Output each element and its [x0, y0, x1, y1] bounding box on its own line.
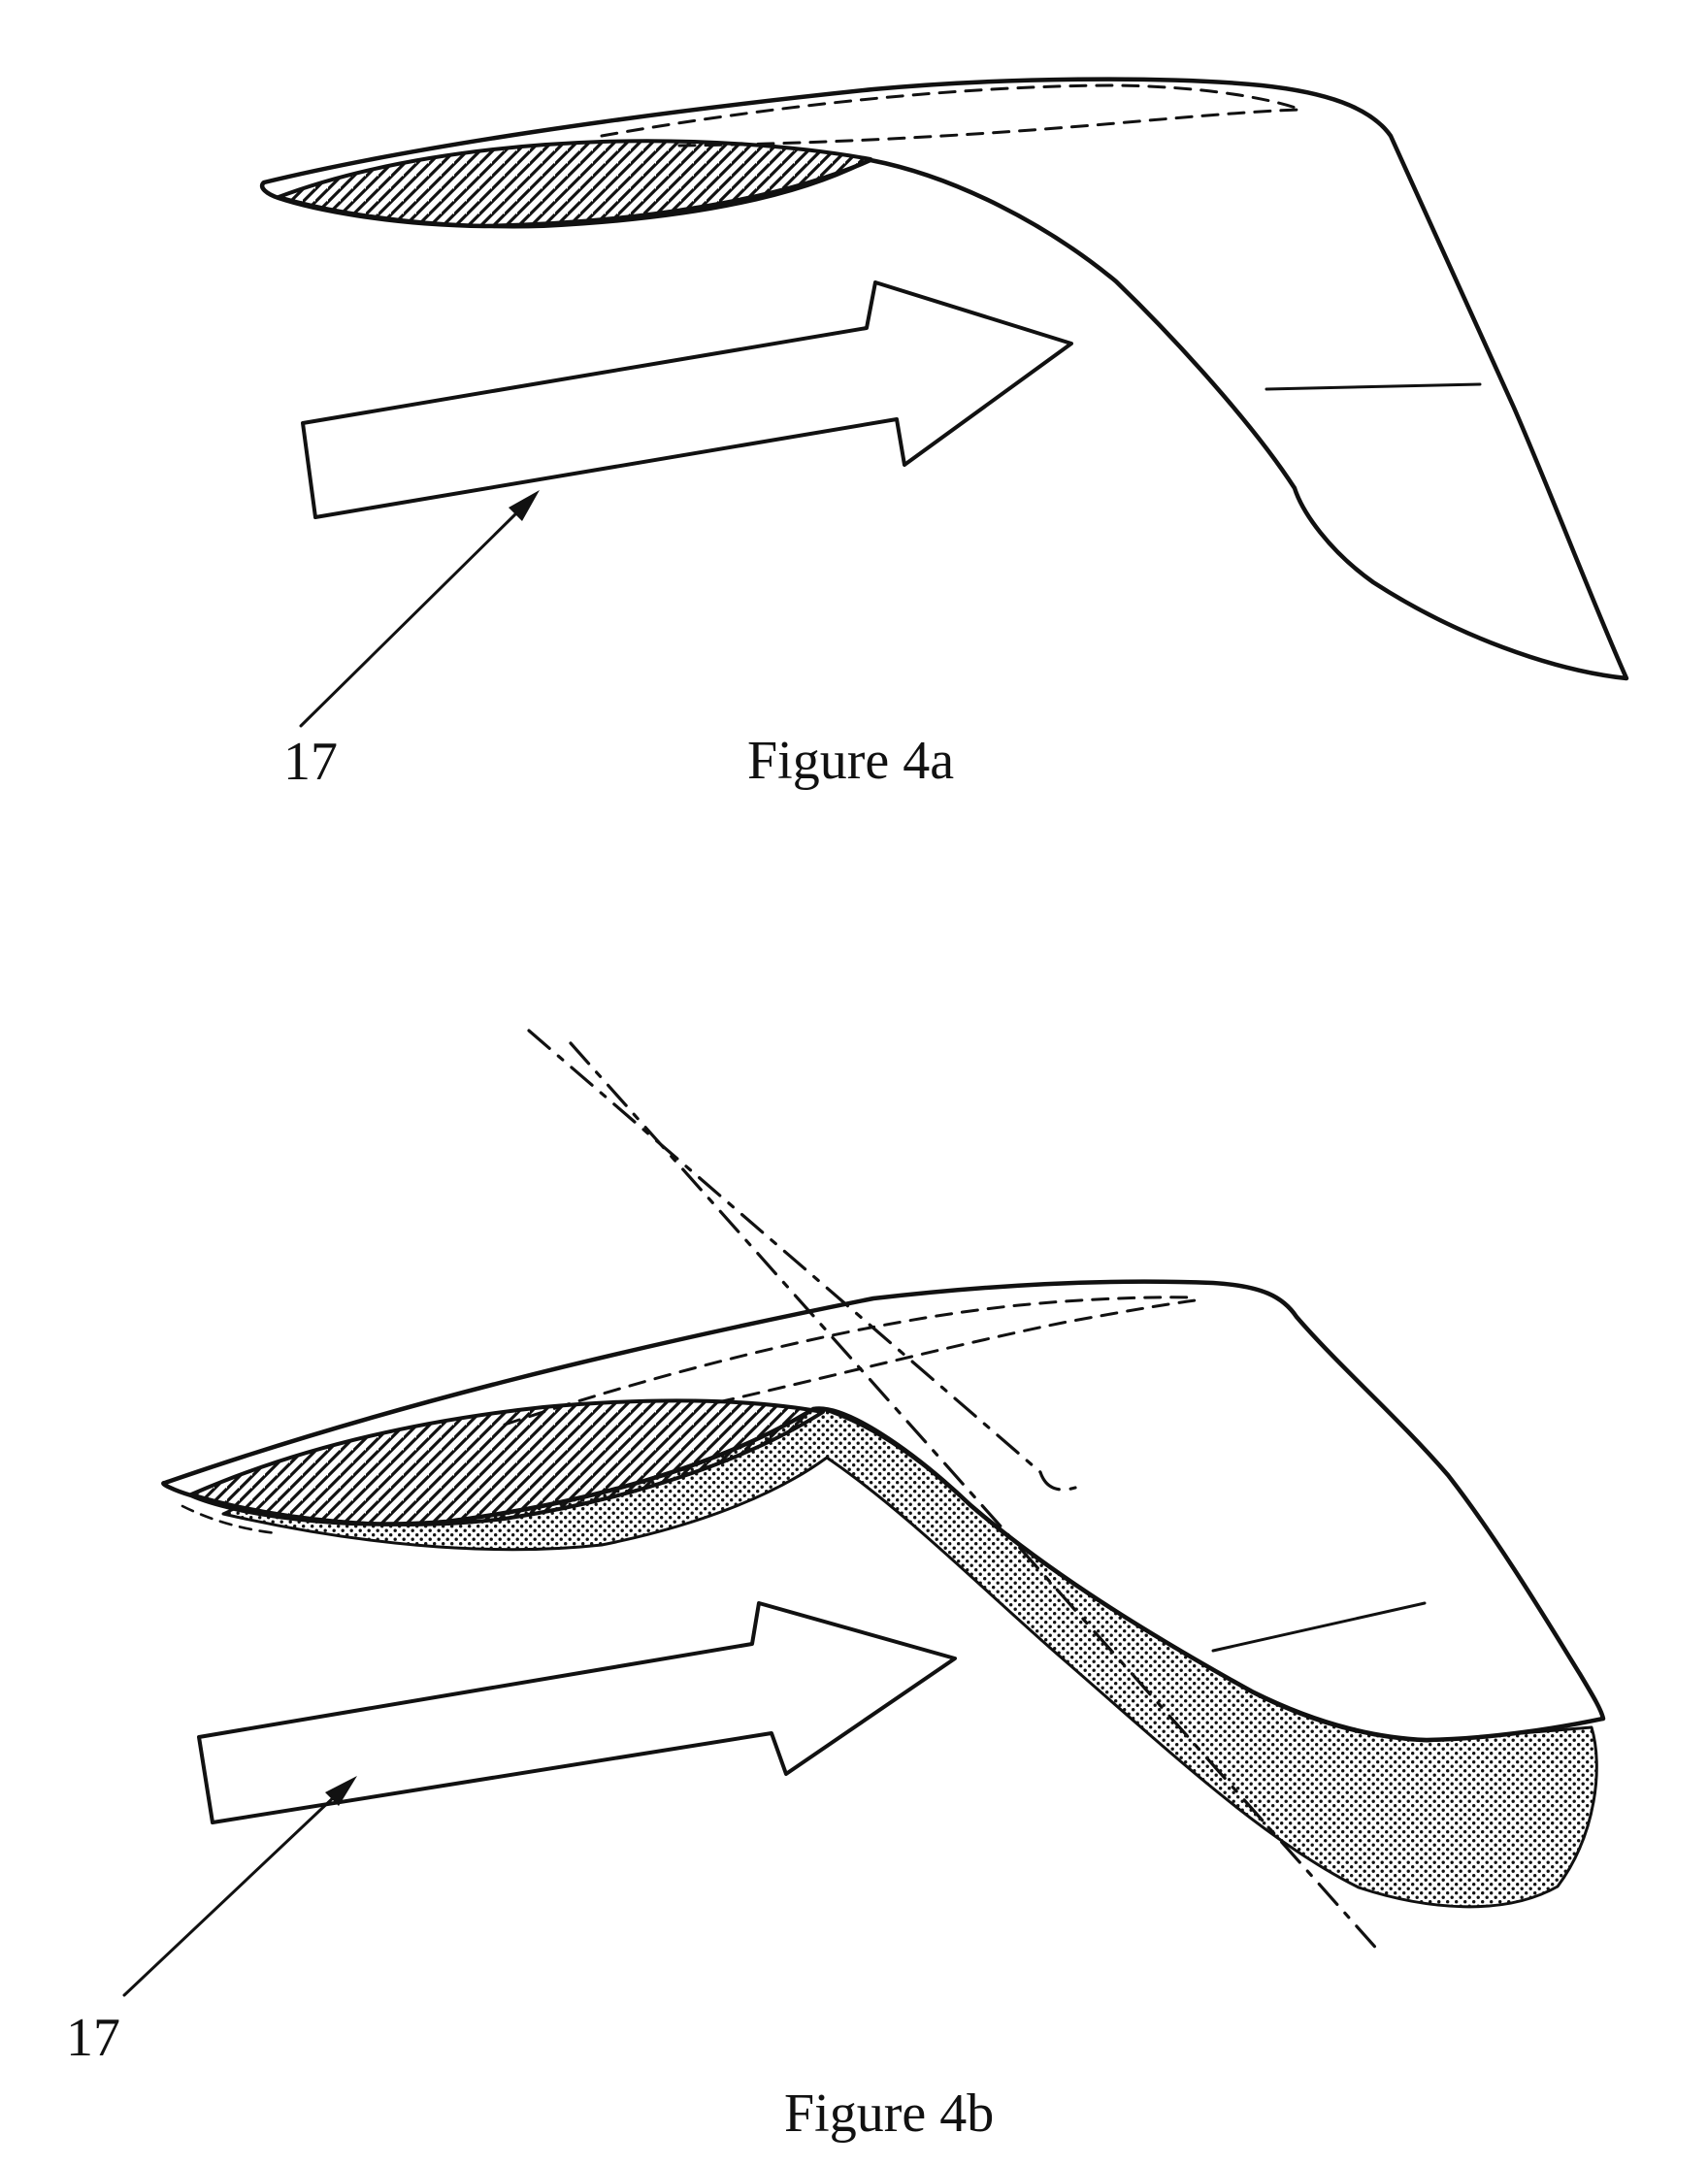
- caption-figure-4b: Figure 4b: [784, 2084, 995, 2144]
- leader-arrowhead-17-4a: [509, 490, 540, 521]
- leader-arrowhead-17-4b: [325, 1776, 357, 1806]
- part-label-17-4a: 17: [283, 732, 338, 792]
- part-label-17-4b: 17: [66, 2008, 120, 2068]
- axis-dashdot-line-2: [569, 1041, 1382, 1954]
- hidden-edge-dashed-lower-4b: [716, 1298, 1198, 1404]
- figure-4a-drawing: [259, 77, 1629, 728]
- blade-surface-tick-4a: [1265, 382, 1482, 391]
- hidden-edge-dashed-lower-4a: [677, 108, 1302, 148]
- caption-figure-4a: Figure 4a: [747, 731, 955, 791]
- deflected-surface-stippled-4b: [221, 1398, 1598, 1909]
- figure-4b-drawing: [122, 1029, 1606, 1997]
- flow-arrow-4b: [197, 1601, 957, 1824]
- root-airfoil-hatched-4a: [277, 139, 872, 229]
- axis-dashdot-line-1: [527, 1029, 1077, 1492]
- root-airfoil-hatched-4b: [189, 1398, 825, 1526]
- hidden-edge-dashed-upper-4b: [503, 1296, 1196, 1427]
- blade-surface-tick-4b: [1211, 1601, 1427, 1653]
- leader-line-17-4b: [122, 1794, 337, 1997]
- hidden-edge-dashed-nose-4b: [181, 1504, 279, 1535]
- hidden-edge-dashed-upper-4a: [600, 83, 1300, 138]
- leader-line-17-4a: [299, 510, 519, 728]
- flow-arrow-4a: [301, 280, 1073, 519]
